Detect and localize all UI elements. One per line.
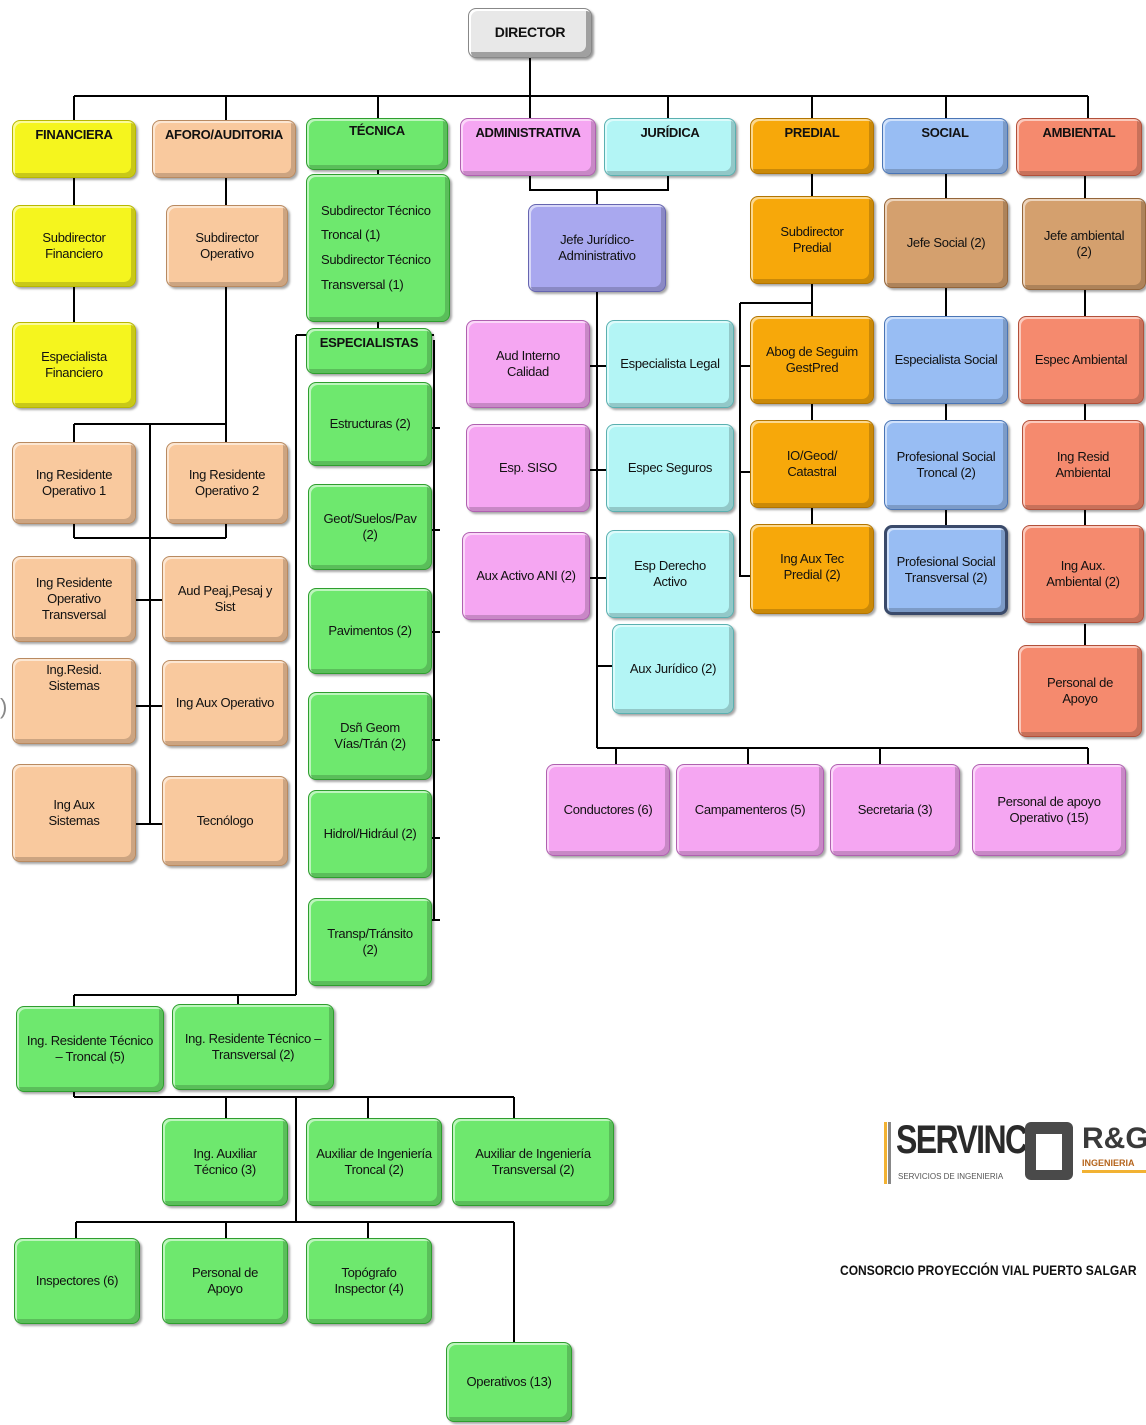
area-administrativa: ADMINISTRATIVA <box>460 118 596 176</box>
servinc-logo-subtitle: SERVICIOS DE INGENIERIA <box>898 1172 1004 1181</box>
conductores: Conductores (6) <box>546 764 670 856</box>
espec-seguros: Espec Seguros <box>606 424 734 512</box>
area-juridica: JURÍDICA <box>604 118 736 176</box>
area-ambiental: AMBIENTAL <box>1016 118 1142 176</box>
area-social: SOCIAL <box>882 118 1008 174</box>
profesional-social-transversal: Profesional Social Transversal (2) <box>884 525 1008 615</box>
ing-aux-operativo: Ing Aux Operativo <box>162 660 288 746</box>
ing-residente-tecnico-transversal: Ing. Residente Técnico – Transversal (2) <box>172 1004 334 1090</box>
personal-apoyo-operativo: Personal de apoyo Operativo (15) <box>972 764 1126 856</box>
jefe-social: Jefe Social (2) <box>884 198 1008 288</box>
subdirector-tecnico: Subdirector Técnico Troncal (1) Subdirec… <box>306 174 450 322</box>
ing-aux-ambiental: Ing Aux. Ambiental (2) <box>1022 525 1144 623</box>
ing-residente-operativo-transversal: Ing Residente Operativo Transversal <box>12 556 136 642</box>
ing-aux-tec-predial: Ing Aux Tec Predial (2) <box>750 524 874 614</box>
aux-juridico: Aux Jurídico (2) <box>612 624 734 714</box>
servinc-logo-mark <box>884 1122 891 1184</box>
especialista-financiero: Especialista Financiero <box>12 322 136 408</box>
auxiliar-ingenieria-transversal: Auxiliar de Ingeniería Transversal (2) <box>452 1118 614 1206</box>
especialista-social: Especialista Social <box>884 316 1008 404</box>
especialista-transp-transito: Transp/Tránsito (2) <box>308 898 432 986</box>
subdirector-predial: Subdirector Predial <box>750 196 874 284</box>
inspectores: Inspectores (6) <box>14 1238 140 1324</box>
area-tecnica: TÉCNICA <box>306 118 448 170</box>
auxiliar-ingenieria-troncal: Auxiliar de Ingeniería Troncal (2) <box>306 1118 442 1206</box>
personal-de-apoyo-ambiental: Personal de Apoyo <box>1018 645 1142 737</box>
consortium-name: CONSORCIO PROYECCIÓN VIAL PUERTO SALGAR <box>840 1262 1137 1278</box>
aud-interno-calidad: Aud Interno Calidad <box>466 320 590 408</box>
especialista-geot-suelos-pav: Geot/Suelos/Pav (2) <box>308 484 432 570</box>
abog-seguim-gestpred: Abog de Seguim GestPred <box>750 316 874 404</box>
esp-derecho-activo: Esp Derecho Activo <box>606 530 734 618</box>
especialistas-header: ESPECIALISTAS <box>306 328 432 374</box>
especialista-pavimentos: Pavimentos (2) <box>308 588 432 674</box>
rg-logo-subtitle: INGENIERIA <box>1082 1158 1135 1168</box>
ing-resid-ambiental: Ing Resid Ambiental <box>1022 420 1144 510</box>
rg-logo-mark-inner <box>1036 1134 1062 1170</box>
io-geod-catastral: IO/Geod/ Catastral <box>750 420 874 508</box>
especialista-estructuras: Estructuras (2) <box>308 382 432 466</box>
campamenteros: Campamenteros (5) <box>676 764 824 856</box>
secretaria: Secretaria (3) <box>830 764 960 856</box>
tecnologo: Tecnólogo <box>162 776 288 866</box>
esp-siso: Esp. SISO <box>466 424 590 512</box>
jefe-ambiental: Jefe ambiental (2) <box>1022 198 1146 290</box>
ing-residente-operativo-1: Ing Residente Operativo 1 <box>12 442 136 524</box>
subdirector-financiero: Subdirector Financiero <box>12 205 136 287</box>
espec-ambiental: Espec Ambiental <box>1018 316 1144 404</box>
ing-aux-sistemas: Ing Aux Sistemas <box>12 764 136 862</box>
edge-mark: ) <box>0 694 8 719</box>
servinc-logo-text: SERVINC <box>896 1118 1028 1162</box>
especialista-hidrol: Hidrol/Hidrául (2) <box>308 790 432 878</box>
area-financiera: FINANCIERA <box>12 120 136 178</box>
area-aforo-auditoria: AFORO/AUDITORIA <box>152 120 296 178</box>
rg-logo-underline <box>1082 1170 1146 1173</box>
area-predial: PREDIAL <box>750 118 874 174</box>
director-box: DIRECTOR <box>468 8 592 58</box>
topografo-inspector: Topógrafo Inspector (4) <box>306 1238 432 1324</box>
aux-activo-ani: Aux Activo ANI (2) <box>462 532 590 620</box>
ing-residente-operativo-2: Ing Residente Operativo 2 <box>166 442 288 524</box>
aud-peaj-pesaj-sist: Aud Peaj,Pesaj y Sist <box>162 556 288 642</box>
jefe-juridico-administrativo: Jefe Jurídico- Administrativo <box>528 204 666 292</box>
personal-de-apoyo-tecnico: Personal de Apoyo <box>162 1238 288 1324</box>
especialista-legal: Especialista Legal <box>606 320 734 408</box>
operativos: Operativos (13) <box>446 1342 572 1422</box>
rg-logo-text: R&G <box>1082 1122 1146 1155</box>
ing-residente-tecnico-troncal: Ing. Residente Técnico – Troncal (5) <box>16 1006 164 1092</box>
subdirector-operativo: Subdirector Operativo <box>166 205 288 287</box>
especialista-dsn-geom: Dsñ Geom Vías/Trán (2) <box>308 692 432 780</box>
profesional-social-troncal: Profesional Social Troncal (2) <box>884 420 1008 510</box>
ing-auxiliar-tecnico: Ing. Auxiliar Técnico (3) <box>162 1118 288 1206</box>
ing-resid-sistemas: Ing.Resid. Sistemas <box>12 658 136 744</box>
